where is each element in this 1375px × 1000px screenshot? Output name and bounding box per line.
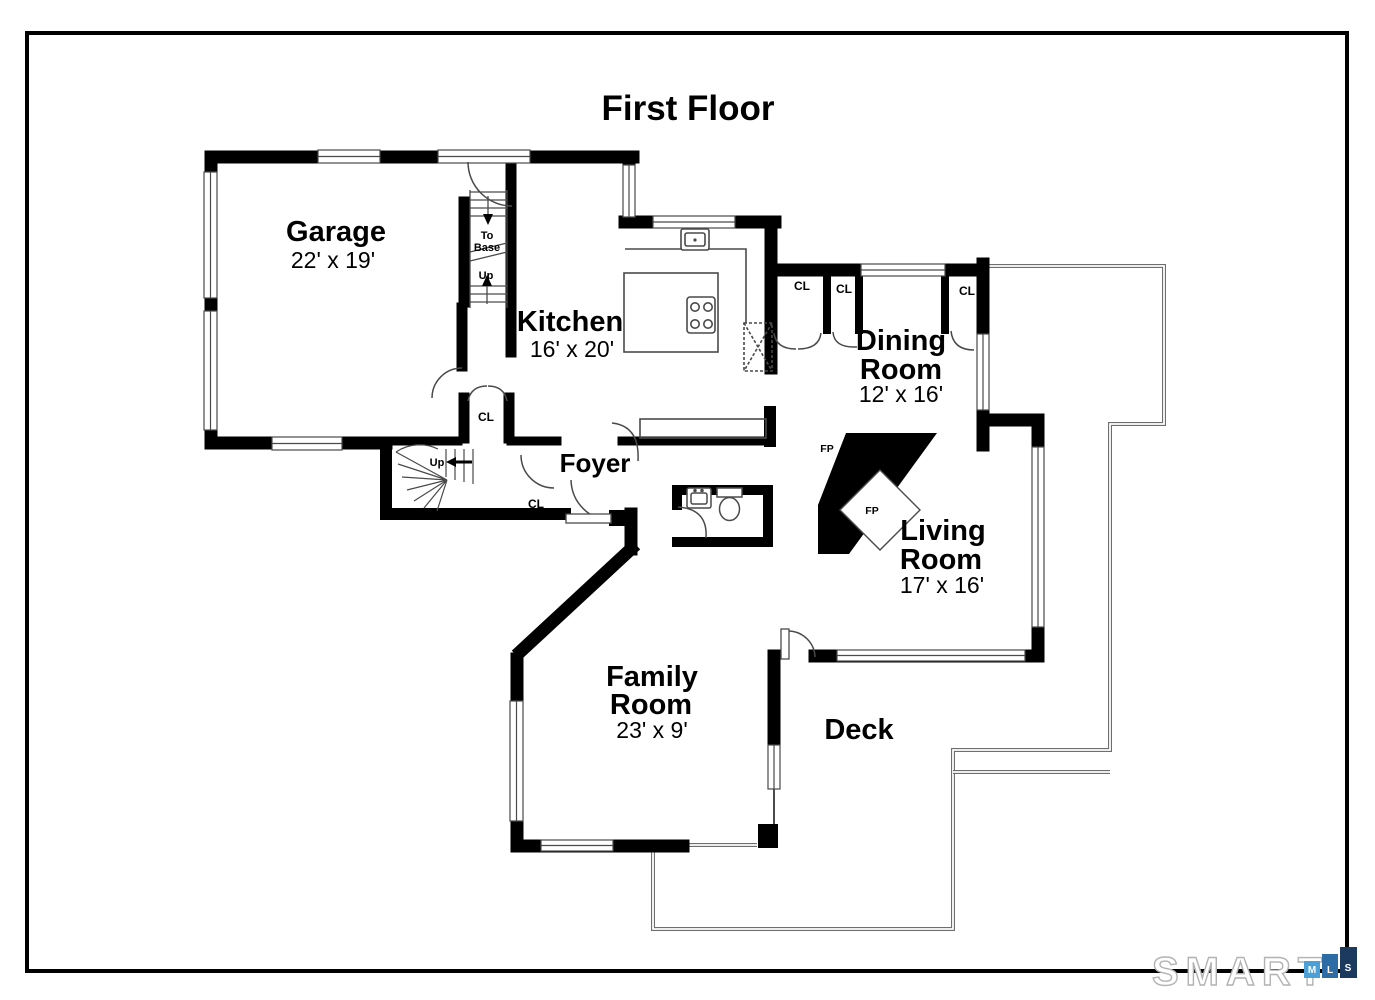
logo-square-m [1304, 961, 1320, 978]
door-arc-dining-closet1b [797, 332, 822, 350]
toilet [716, 487, 743, 522]
logo-square-l [1322, 954, 1338, 978]
door-swings [431, 161, 975, 658]
wall-corner-post [758, 824, 778, 848]
window [203, 310, 218, 431]
half-wall-counter [639, 418, 767, 439]
door-arc-dining-closet2 [832, 331, 858, 348]
powder-room-fixtures [686, 487, 743, 522]
garage-label: Garage [286, 216, 386, 248]
stairs-to-base-label-line1: To [481, 230, 494, 242]
closet-labels: CL CL CL CL CL [478, 279, 975, 511]
window [622, 164, 636, 218]
living-room-label-line2: Room [900, 544, 982, 576]
deck-label: Deck [824, 714, 894, 746]
dining-room-label-line2: Room [860, 354, 942, 386]
image-border-frame [25, 31, 1349, 973]
kitchen-dims: 16' x 20' [530, 336, 614, 362]
closet-label: CL [836, 282, 852, 296]
window [540, 839, 614, 852]
closet-label: CL [794, 279, 810, 293]
cooktop [686, 296, 716, 334]
logo-letter-s: S [1345, 963, 1352, 974]
fireplace [818, 433, 937, 554]
closet-label: CL [478, 410, 494, 424]
window [836, 649, 1026, 662]
room-labels: Garage 22' x 19' Kitchen 16' x 20' Dinin… [286, 216, 986, 746]
window [317, 149, 381, 164]
deck-door-leaf [780, 628, 790, 660]
foyer-up-arrow [446, 457, 472, 467]
logo-letter-m: M [1308, 965, 1316, 976]
closet-label: CL [528, 497, 544, 511]
kitchen-label: Kitchen [517, 306, 623, 338]
window [509, 700, 524, 822]
front-door-leaf [565, 513, 612, 524]
dining-room-label-line1: Dining [856, 325, 946, 357]
window [203, 171, 218, 299]
window [767, 744, 781, 790]
door-arc-foyer-closet [520, 454, 555, 489]
stairs-to-base-label-line2: Base [474, 242, 500, 254]
door-arc-hall-closet-right [487, 385, 508, 402]
door-arc-dining-closet1a [773, 332, 797, 350]
kitchen-counter [625, 248, 747, 323]
smart-mls-logo: SMART M L S [1151, 947, 1357, 995]
door-arc-dining-closet3 [950, 330, 975, 351]
living-room-dims: 17' x 16' [900, 572, 984, 598]
family-room-label-line1: Family [606, 661, 698, 693]
closet-label: CL [959, 284, 975, 298]
foyer-up-label: Up [430, 457, 445, 469]
door-arc-garage-hall [431, 367, 463, 399]
deck-outline [651, 264, 1166, 931]
stairs-up-label: Up [479, 270, 494, 282]
garage-dims: 22' x 19' [291, 247, 375, 273]
door-arc-powder-room [677, 506, 707, 539]
kitchen-sink [680, 228, 710, 251]
door-arc-garage-stairs [467, 161, 513, 207]
living-room-label-line1: Living [900, 515, 985, 547]
door-arc-foyer-kitchen [611, 422, 639, 462]
fireplace-label: FP [865, 505, 878, 517]
door-arc-hall-closet-left [467, 385, 488, 402]
refrigerator [743, 322, 773, 372]
window [860, 263, 946, 277]
window [271, 436, 343, 451]
logo-letter-l: L [1327, 965, 1333, 976]
window [437, 149, 531, 164]
windows [203, 149, 1045, 852]
door-arc-family-deck [788, 630, 816, 658]
window [976, 333, 990, 411]
basement-stairs [469, 190, 508, 308]
page-title: First Floor [601, 89, 774, 128]
logo-square-s [1340, 947, 1357, 978]
fireplace-label: FP [820, 443, 833, 455]
door-threshold [609, 510, 627, 526]
kitchen-island [623, 272, 719, 353]
foyer-label: Foyer [560, 448, 631, 478]
kitchen-fixtures [623, 228, 773, 439]
family-room-dims: 23' x 9' [616, 717, 687, 743]
logo-brand-text: SMART [1152, 950, 1329, 994]
bathroom-sink [686, 487, 712, 509]
window [1031, 446, 1045, 628]
family-room-label-line2: Room [610, 689, 692, 721]
window [652, 215, 736, 229]
dining-room-dims: 12' x 16' [859, 381, 943, 407]
